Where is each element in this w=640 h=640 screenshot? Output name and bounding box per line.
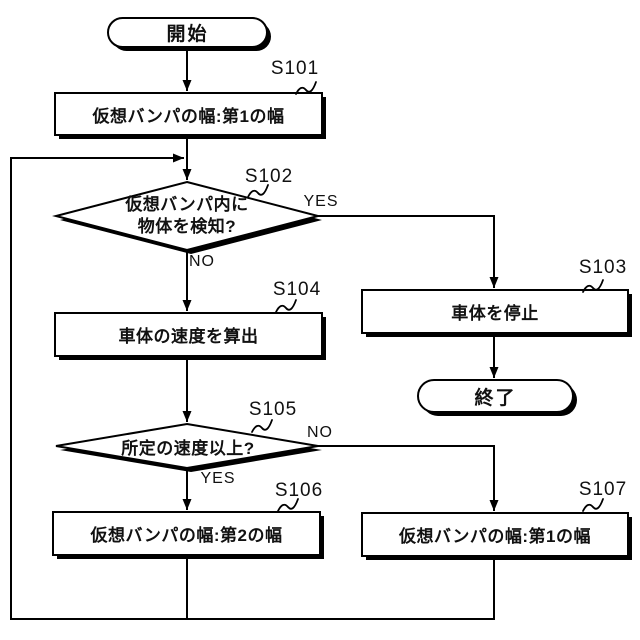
- s103-process-label: 車体を停止: [451, 304, 539, 323]
- s102-yes-label: YES: [303, 193, 339, 210]
- s107-squiggle: [582, 498, 604, 512]
- start-terminal-label: 開始: [166, 24, 209, 45]
- reference-squiggles: [247, 81, 604, 512]
- s107-process-label: 仮想バンパの幅:第1の幅: [399, 527, 591, 546]
- s102-squiggle: [247, 184, 269, 198]
- s105-no-label: NO: [307, 424, 333, 441]
- s103-squiggle: [582, 279, 604, 293]
- s101-step-label: S101: [270, 58, 320, 79]
- s107-process-shape: [361, 512, 632, 560]
- s104-process-shape: [54, 312, 326, 360]
- s102-no-label: NO: [189, 253, 215, 270]
- s104-process-label: 車体の速度を算出: [118, 327, 259, 346]
- edge-s102-yes-to-s103: [318, 215, 499, 288]
- s105-yes-label: YES: [200, 470, 236, 487]
- connectors: [10, 47, 499, 620]
- s104-squiggle: [275, 299, 297, 313]
- s105-decision-shape: [55, 422, 322, 472]
- s101-process-label: 仮想バンパの幅:第1の幅: [92, 106, 285, 126]
- s107-step-label: S107: [578, 479, 628, 500]
- s106-process-label: 仮想バンパの幅:第2の幅: [90, 526, 283, 545]
- s105-squiggle: [251, 419, 273, 433]
- end-terminal-shape: [417, 379, 577, 416]
- s101-squiggle: [295, 81, 317, 95]
- s106-process-shape: [52, 511, 324, 559]
- start-terminal-shape: [107, 17, 271, 51]
- s103-process-shape: [361, 289, 632, 337]
- s102-decision-label: 仮想バンパ内に 物体を検知?: [125, 195, 249, 236]
- s103-step-label: S103: [578, 257, 628, 278]
- s104-step-label: S104: [272, 279, 322, 300]
- s106-squiggle: [277, 498, 299, 512]
- s102-step-label: S102: [244, 166, 294, 187]
- s106-step-label: S106: [274, 480, 324, 501]
- end-terminal-label: 終了: [474, 387, 517, 409]
- edge-s105-no-to-s107: [318, 445, 499, 511]
- s101-process-shape: [54, 92, 326, 139]
- s105-decision-label: 所定の速度以上?: [121, 438, 255, 458]
- edge-loopback-left: [10, 153, 495, 620]
- s105-step-label: S105: [248, 399, 298, 420]
- s102-decision-shape: [52, 180, 322, 254]
